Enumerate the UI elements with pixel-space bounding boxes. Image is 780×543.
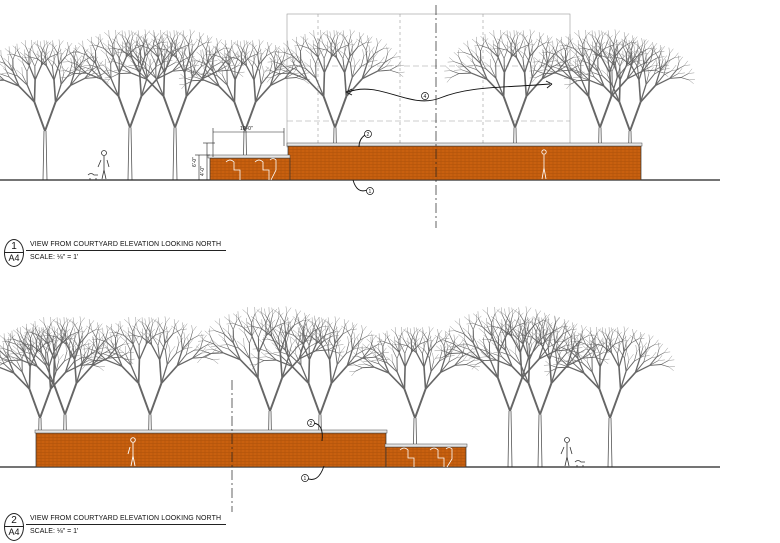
detail-bubble-2: 2 A4 bbox=[4, 513, 24, 541]
sheet-number: A4 bbox=[5, 253, 23, 263]
sheet-number: A4 bbox=[5, 527, 23, 537]
detail-number: 2 bbox=[5, 515, 23, 526]
svg-text:4: 4 bbox=[424, 94, 427, 100]
scale-label: SCALE: ⅛" = 1' bbox=[30, 528, 78, 535]
elevation-2: 2 1 bbox=[0, 306, 720, 512]
tree bbox=[544, 326, 675, 467]
glass-building-outline bbox=[287, 14, 570, 147]
svg-text:2: 2 bbox=[367, 132, 370, 138]
dimension-width: 10'-0" bbox=[240, 126, 253, 132]
svg-text:1: 1 bbox=[304, 476, 307, 482]
detail-bubble-1: 1 A4 bbox=[4, 239, 24, 267]
elevation-1: 10'-0" 6'-0" 4'-0" 4 2 1 bbox=[0, 5, 720, 228]
detail-number: 1 bbox=[5, 241, 23, 252]
svg-text:1: 1 bbox=[369, 189, 372, 195]
elevation-title: VIEW FROM COURTYARD ELEVATION LOOKING NO… bbox=[30, 515, 221, 522]
brick-wall-1 bbox=[208, 143, 642, 180]
dimension-height-lower: 4'-0" bbox=[200, 166, 206, 176]
person-with-dog-2 bbox=[561, 438, 585, 468]
tree bbox=[0, 39, 110, 180]
tree bbox=[435, 306, 585, 467]
person-with-dog bbox=[88, 151, 109, 181]
scale-label: SCALE: ⅛" = 1' bbox=[30, 254, 78, 261]
dimension-height-upper: 6'-0" bbox=[192, 157, 198, 167]
elevation-title: VIEW FROM COURTYARD ELEVATION LOOKING NO… bbox=[30, 241, 221, 248]
tree bbox=[59, 29, 199, 180]
svg-text:2: 2 bbox=[310, 421, 313, 427]
